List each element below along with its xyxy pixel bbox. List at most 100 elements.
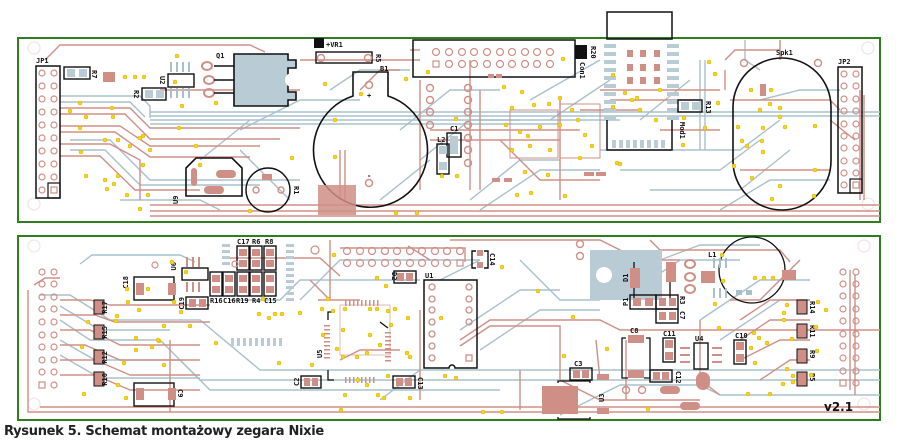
label-r14: R14 (808, 301, 816, 314)
label-c18: C18 (122, 276, 130, 289)
u2-part (167, 62, 195, 98)
resistor-arrays-left (93, 299, 105, 387)
label-minus: - (367, 172, 371, 180)
c3-part (569, 367, 593, 381)
label-r11: R11 (808, 325, 816, 338)
label-c1: C1 (450, 125, 458, 133)
u1-ic (423, 279, 478, 369)
jp2-header (837, 66, 863, 194)
label-c9: C9 (176, 389, 184, 397)
label-d2: D2 (390, 272, 398, 280)
label-r16: R16 (210, 297, 223, 305)
label-jp1: JP1 (36, 57, 49, 65)
label-c13: C13 (416, 377, 424, 390)
label-r5: R5 (374, 54, 382, 62)
l1-inductor (713, 236, 796, 304)
label-r5b: R5 (808, 373, 816, 381)
label-r9: R9 (808, 350, 816, 358)
label-r19: R19 (236, 297, 249, 305)
label-c10: C10 (735, 332, 748, 340)
resistor-arrays-right (796, 299, 808, 387)
top-vias (67, 53, 818, 216)
spk1-speaker (732, 57, 832, 211)
label-c19: C19 (178, 297, 186, 310)
c18-part (133, 276, 176, 301)
label-vr1: +VR1 (326, 41, 343, 49)
label-d1: D1 (622, 274, 630, 282)
d1-regulator (575, 239, 715, 300)
c10-part (733, 339, 747, 365)
c13-part (392, 375, 416, 389)
label-r1: R1 (292, 186, 300, 194)
bottom-vias (79, 252, 829, 415)
label-c7: C7 (678, 311, 686, 319)
c1-part (446, 132, 462, 158)
c8-part (621, 335, 651, 379)
label-u3: U3 (598, 394, 606, 402)
label-r17: R17 (101, 301, 109, 314)
p1-r3-c7-parts (629, 294, 679, 324)
r1-part (315, 51, 373, 64)
label-u6: U6 (170, 262, 178, 270)
label-r15: R15 (101, 326, 109, 339)
label-r13: R13 (704, 101, 712, 114)
label-r6: R6 (252, 238, 260, 246)
b1-battery: + - (312, 71, 429, 209)
label-r3: R3 (678, 296, 686, 304)
r13-part (677, 99, 703, 113)
label-c14: C14 (488, 253, 496, 266)
label-r20: R20 (589, 46, 597, 59)
top-bottom-copper-traces (60, 40, 880, 211)
mod1-module (604, 11, 679, 151)
label-u4: U4 (695, 335, 703, 343)
label-q1: Q1 (216, 52, 224, 60)
label-plus: + (367, 92, 371, 100)
resistor-block (209, 245, 277, 297)
c2-part (300, 375, 322, 389)
c12-part (649, 369, 673, 383)
label-u9: U9 (172, 196, 180, 204)
label-c2: C2 (293, 378, 301, 386)
label-con1: Con1 (578, 62, 586, 79)
version-label: v2.1 (824, 400, 853, 414)
figure-caption: Rysunek 5. Schemat montażowy zegara Nixi… (4, 424, 324, 439)
label-p1: P1 (622, 298, 630, 306)
label-l2: L2 (437, 136, 445, 144)
u6-part (181, 257, 209, 292)
label-u1: U1 (425, 272, 433, 280)
u4-part (680, 342, 722, 390)
u3-regulator (542, 374, 609, 420)
c4-part (141, 87, 167, 101)
label-c17: C17 (237, 238, 250, 246)
jp1-header (35, 65, 61, 199)
left-header-pins (38, 268, 58, 389)
label-u5: U5 (316, 350, 324, 358)
r1-buzzer (245, 167, 291, 213)
label-jp2: JP2 (838, 58, 851, 66)
label-l1: L1 (708, 251, 716, 259)
label-r7: R7 (90, 70, 98, 78)
upper-header-pins (151, 245, 465, 269)
label-r10: R10 (101, 373, 109, 386)
label-r4: R4 (252, 297, 260, 305)
right-header-pins (839, 268, 860, 387)
d2-part (393, 270, 417, 284)
u9-part (185, 157, 243, 197)
label-b1: B1 (380, 65, 388, 73)
label-c15: C15 (264, 297, 277, 305)
label-c16: C16 (223, 297, 236, 305)
label-c11: C11 (663, 330, 676, 338)
c9-part (133, 382, 176, 407)
top-board: JP1 R7 U2 R2 Q1 (17, 11, 881, 223)
bottom-board-outline (17, 235, 881, 421)
u5-mcu (324, 300, 391, 383)
label-c12: C12 (674, 371, 682, 384)
label-c8: C8 (630, 327, 638, 335)
vr1-marker (314, 38, 324, 48)
label-c4: R2 (132, 90, 140, 98)
bottom-board: R17 R15 R12 R10 C18 U6 C19 (17, 235, 881, 421)
label-c3: C3 (574, 360, 582, 368)
r7-part (63, 66, 91, 80)
q1-regulator (201, 53, 299, 107)
c14-part (471, 250, 489, 269)
